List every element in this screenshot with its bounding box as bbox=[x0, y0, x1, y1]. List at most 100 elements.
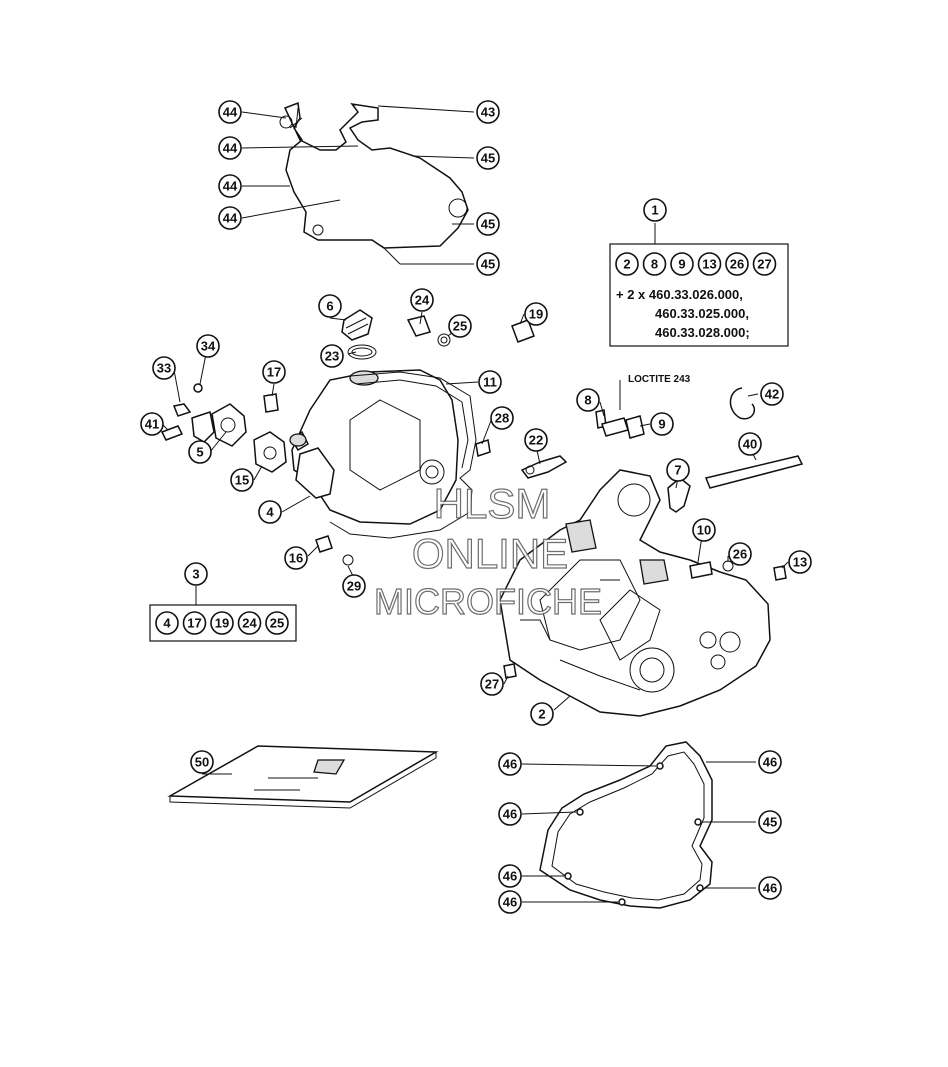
callout-label: 1 bbox=[651, 203, 658, 218]
callout-22: 22 bbox=[524, 428, 548, 452]
callout-circle bbox=[666, 458, 690, 482]
callout-circle bbox=[230, 468, 254, 492]
callout-circle bbox=[218, 100, 242, 124]
callout-label: 26 bbox=[733, 547, 747, 562]
ignition-cover bbox=[291, 369, 459, 525]
callout-label: 50 bbox=[195, 755, 209, 770]
callout-46: 46 bbox=[498, 752, 522, 776]
callout-label: 19 bbox=[529, 307, 543, 322]
callout-circle bbox=[140, 412, 164, 436]
callout-label: 28 bbox=[495, 411, 509, 426]
callout-label: 7 bbox=[674, 463, 681, 478]
callout-circle bbox=[576, 388, 600, 412]
callout-circle bbox=[758, 876, 782, 900]
kit-1-line-1: + 2 x 460.33.026.000, bbox=[616, 287, 743, 302]
callout-16: 16 bbox=[284, 546, 308, 570]
callout-circle bbox=[692, 518, 716, 542]
watermark-line-2: ONLINE bbox=[412, 530, 568, 577]
callout-label: 24 bbox=[415, 293, 430, 308]
kit-item-circle bbox=[155, 611, 179, 635]
callout-circle bbox=[524, 428, 548, 452]
watermark: HLSM ONLINE MICROFICHE bbox=[373, 479, 602, 622]
callout-label: 11 bbox=[483, 375, 497, 390]
callout-circle bbox=[476, 100, 500, 124]
kit-item-circle bbox=[725, 252, 749, 276]
callout-label: 45 bbox=[763, 815, 777, 830]
callout-34: 34 bbox=[196, 334, 220, 358]
callout-13: 13 bbox=[788, 550, 812, 574]
owners-manual bbox=[167, 745, 439, 809]
kit3-item-24: 24 bbox=[237, 611, 262, 635]
callout-label: 43 bbox=[481, 105, 495, 120]
callout-25: 25 bbox=[448, 314, 472, 338]
callout-circle bbox=[448, 314, 472, 338]
callout-23: 23 bbox=[320, 344, 344, 368]
callout-circle bbox=[498, 890, 522, 914]
callout-1: 1 bbox=[643, 198, 667, 222]
watermark-line-1: HLSM bbox=[434, 480, 551, 527]
callout-label: 3 bbox=[192, 567, 199, 582]
kit-item-circle bbox=[265, 611, 289, 635]
callout-9: 9 bbox=[650, 412, 674, 436]
callout-label: 46 bbox=[503, 757, 517, 772]
kit1-item-2: 2 bbox=[615, 252, 639, 276]
clutch-cover-gasket bbox=[279, 101, 469, 249]
kit-item-label: 17 bbox=[187, 616, 201, 631]
callout-44: 44 bbox=[218, 174, 242, 198]
cover-gasket bbox=[329, 371, 477, 539]
callout-50: 50 bbox=[190, 750, 214, 774]
callout-circle bbox=[476, 252, 500, 276]
callout-label: 5 bbox=[196, 445, 203, 460]
kit-item-label: 26 bbox=[730, 257, 744, 272]
callout-circle bbox=[258, 500, 282, 524]
callout-label: 46 bbox=[763, 881, 777, 896]
callout-label: 29 bbox=[347, 579, 361, 594]
callout-label: 15 bbox=[235, 473, 249, 488]
kit-item-label: 27 bbox=[757, 257, 771, 272]
small-fasteners-top bbox=[315, 315, 568, 566]
callout-8: 8 bbox=[576, 388, 600, 412]
callout-circle bbox=[480, 672, 504, 696]
kit-item-circle bbox=[670, 252, 694, 276]
callout-46: 46 bbox=[758, 876, 782, 900]
callout-label: 10 bbox=[697, 523, 711, 538]
callout-label: 44 bbox=[223, 105, 238, 120]
watermark-line-3: MICROFICHE bbox=[374, 581, 602, 622]
callout-circle bbox=[490, 406, 514, 430]
callout-circle bbox=[498, 802, 522, 826]
kit1-item-13: 13 bbox=[697, 252, 722, 276]
callout-circle bbox=[758, 810, 782, 834]
water-pump-parts bbox=[160, 383, 307, 473]
callout-label: 46 bbox=[503, 869, 517, 884]
callout-circle bbox=[190, 750, 214, 774]
callout-label: 41 bbox=[145, 417, 159, 432]
callout-circle bbox=[218, 206, 242, 230]
callout-label: 40 bbox=[743, 437, 757, 452]
callout-circle bbox=[262, 360, 286, 384]
callout-label: 46 bbox=[503, 895, 517, 910]
callout-circle bbox=[218, 136, 242, 160]
leader-lines-top bbox=[241, 105, 475, 265]
kit-item-circle bbox=[697, 252, 722, 276]
callout-circle bbox=[410, 288, 434, 312]
callout-24: 24 bbox=[410, 288, 434, 312]
kit1-item-9: 9 bbox=[670, 252, 694, 276]
kit-item-circle bbox=[752, 252, 777, 276]
callout-circle bbox=[218, 174, 242, 198]
callout-circle bbox=[760, 382, 784, 406]
kit1-item-27: 27 bbox=[752, 252, 777, 276]
kit-item-label: 8 bbox=[651, 257, 658, 272]
callout-26: 26 bbox=[728, 542, 752, 566]
kit-item-circle bbox=[182, 611, 207, 635]
callout-circle bbox=[758, 750, 782, 774]
kit1-item-8: 8 bbox=[642, 252, 667, 276]
kit3-item-19: 19 bbox=[210, 611, 234, 635]
kit-item-label: 9 bbox=[678, 257, 685, 272]
callout-label: 13 bbox=[793, 555, 807, 570]
callout-27: 27 bbox=[480, 672, 504, 696]
kit3-item-17: 17 bbox=[182, 611, 207, 635]
callout-circle bbox=[650, 412, 674, 436]
kit-item-circle bbox=[210, 611, 234, 635]
